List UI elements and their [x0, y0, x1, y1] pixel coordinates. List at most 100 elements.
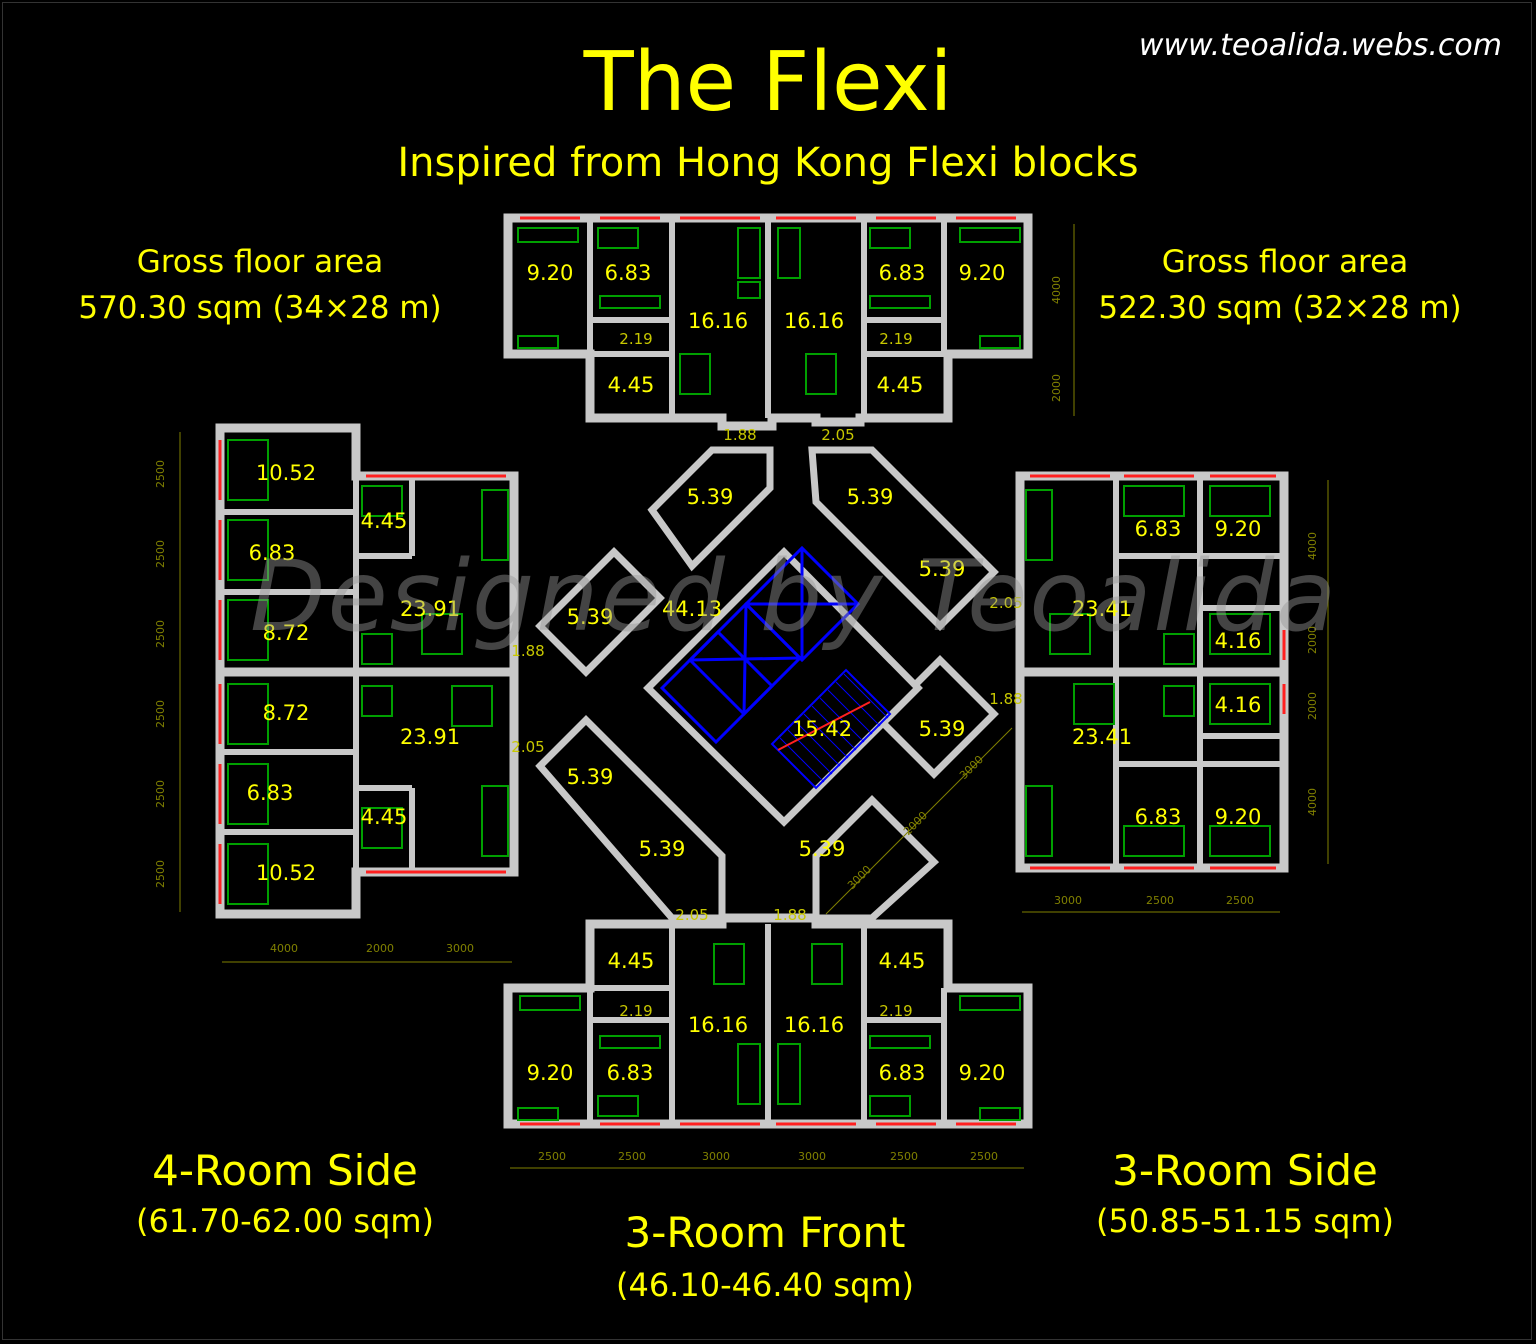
dimension-label: 2000	[901, 809, 930, 838]
room-area-label: 5.39	[567, 605, 614, 629]
room-area-label: 2.05	[989, 594, 1022, 612]
furniture-item	[227, 599, 269, 661]
room-area-labels: 9.20 6.83 16.16 16.16 6.83 9.20 2.19 2.19 4.45 4.…	[247, 261, 1262, 1085]
room-area-label: 16.16	[784, 1013, 844, 1037]
gfa-left-label: Gross floor area	[136, 244, 384, 280]
dimension-label: 2500	[970, 1150, 998, 1163]
room-area-label: 5.39	[847, 485, 894, 509]
dimension-lines	[179, 224, 1329, 1169]
furniture-item	[597, 227, 639, 249]
room-area-label: 6.83	[1135, 517, 1182, 541]
core-wall	[812, 795, 940, 922]
room-area-label: 2.19	[879, 330, 912, 348]
furniture-item	[979, 335, 1021, 349]
furniture-item	[361, 685, 393, 717]
furniture-item	[1209, 825, 1271, 857]
furniture-item	[737, 1043, 761, 1105]
room-area-label: 44.13	[662, 597, 722, 621]
room-area-label: 2.05	[821, 426, 854, 444]
room-area-label: 4.45	[877, 373, 924, 397]
stair-arrow	[777, 701, 871, 751]
gfa-left-value: 570.30 sqm (34×28 m)	[78, 290, 442, 326]
dimension-label: 3000	[446, 942, 474, 955]
three-room-front-area: (46.10-46.40 sqm)	[615, 1266, 915, 1304]
four-room-side-title: 4-Room Side	[152, 1146, 418, 1195]
room-area-label: 1.88	[989, 690, 1022, 708]
furniture-item	[481, 489, 509, 561]
furniture-item	[869, 1035, 931, 1049]
three-room-front-title: 3-Room Front	[624, 1208, 906, 1257]
room-area-label: 5.39	[687, 485, 734, 509]
furniture-item	[1025, 785, 1053, 857]
three-room-side-title: 3-Room Side	[1112, 1146, 1378, 1195]
furniture-item	[227, 763, 269, 825]
lift-shaft	[659, 629, 775, 745]
room-area-label: 4.45	[361, 805, 408, 829]
gfa-right-value: 522.30 sqm (32×28 m)	[1098, 290, 1462, 326]
dimension-label: 2500	[1146, 894, 1174, 907]
furniture-item	[1123, 485, 1185, 517]
room-area-label: 5.39	[799, 837, 846, 861]
furniture-item	[811, 943, 843, 985]
room-area-label: 9.20	[959, 1061, 1006, 1085]
furniture-item	[227, 519, 269, 581]
furniture-item	[451, 685, 493, 727]
furniture-item	[361, 485, 403, 517]
room-area-label: 6.83	[249, 541, 296, 565]
room-area-label: 16.16	[688, 1013, 748, 1037]
room-area-label: 6.83	[1135, 805, 1182, 829]
dimension-label: 3000	[702, 1150, 730, 1163]
stair	[770, 668, 892, 790]
room-area-label: 15.42	[792, 717, 852, 741]
room-area-label: 8.72	[263, 621, 310, 645]
room-area-label: 6.83	[605, 261, 652, 285]
room-area-label: 23.91	[400, 597, 460, 621]
room-area-label: 9.20	[959, 261, 1006, 285]
room-area-label: 1.88	[723, 426, 756, 444]
furniture-item	[1163, 685, 1195, 717]
furniture-item	[805, 353, 837, 395]
furniture-item	[1209, 613, 1271, 655]
page-title: The Flexi	[583, 35, 953, 130]
furniture-item	[959, 227, 1021, 243]
room-area-label: 6.83	[607, 1061, 654, 1085]
core-wall	[808, 446, 999, 631]
room-area-label: 4.45	[879, 949, 926, 973]
room-area-label: 2.19	[879, 1002, 912, 1020]
furniture	[227, 227, 1271, 1121]
furniture-item	[869, 1095, 911, 1117]
dimension-label: 2500	[154, 780, 167, 808]
room-area-label: 10.52	[256, 861, 316, 885]
room-area-label: 5.39	[567, 765, 614, 789]
room-area-label: 8.72	[263, 701, 310, 725]
furniture-item	[1123, 825, 1185, 857]
furniture-item	[979, 1107, 1021, 1121]
room-area-label: 6.83	[879, 1061, 926, 1085]
dimension-label: 2000	[1306, 692, 1319, 720]
dimension-line	[825, 727, 1013, 915]
furniture-item	[361, 633, 393, 665]
dimension-label: 2500	[890, 1150, 918, 1163]
dimension-label: 2000	[1306, 626, 1319, 654]
room-area-label: 4.45	[608, 949, 655, 973]
three-room-side-area: (50.85-51.15 sqm)	[1095, 1202, 1395, 1240]
dimension-label: 2500	[154, 620, 167, 648]
room-area-label: 4.16	[1215, 629, 1262, 653]
stair-tread	[811, 705, 857, 751]
core-wall	[647, 446, 774, 572]
room-area-label: 10.52	[256, 461, 316, 485]
website-url: www.teoalida.webs.com	[1138, 28, 1502, 63]
dimension-label: 3000	[798, 1150, 826, 1163]
furniture-item	[679, 353, 711, 395]
furniture-item	[1049, 613, 1091, 655]
furniture-item	[1209, 485, 1271, 517]
four-room-side-area: (61.70-62.00 sqm)	[135, 1202, 435, 1240]
dimension-label: 3000	[1054, 894, 1082, 907]
furniture-item	[517, 1107, 559, 1121]
furniture-item	[959, 995, 1021, 1011]
wing-wall	[1015, 667, 1289, 873]
dimension-label: 3000	[957, 753, 986, 782]
core-wall	[535, 715, 726, 922]
furniture-item	[1209, 683, 1271, 725]
furniture-item	[777, 227, 801, 279]
